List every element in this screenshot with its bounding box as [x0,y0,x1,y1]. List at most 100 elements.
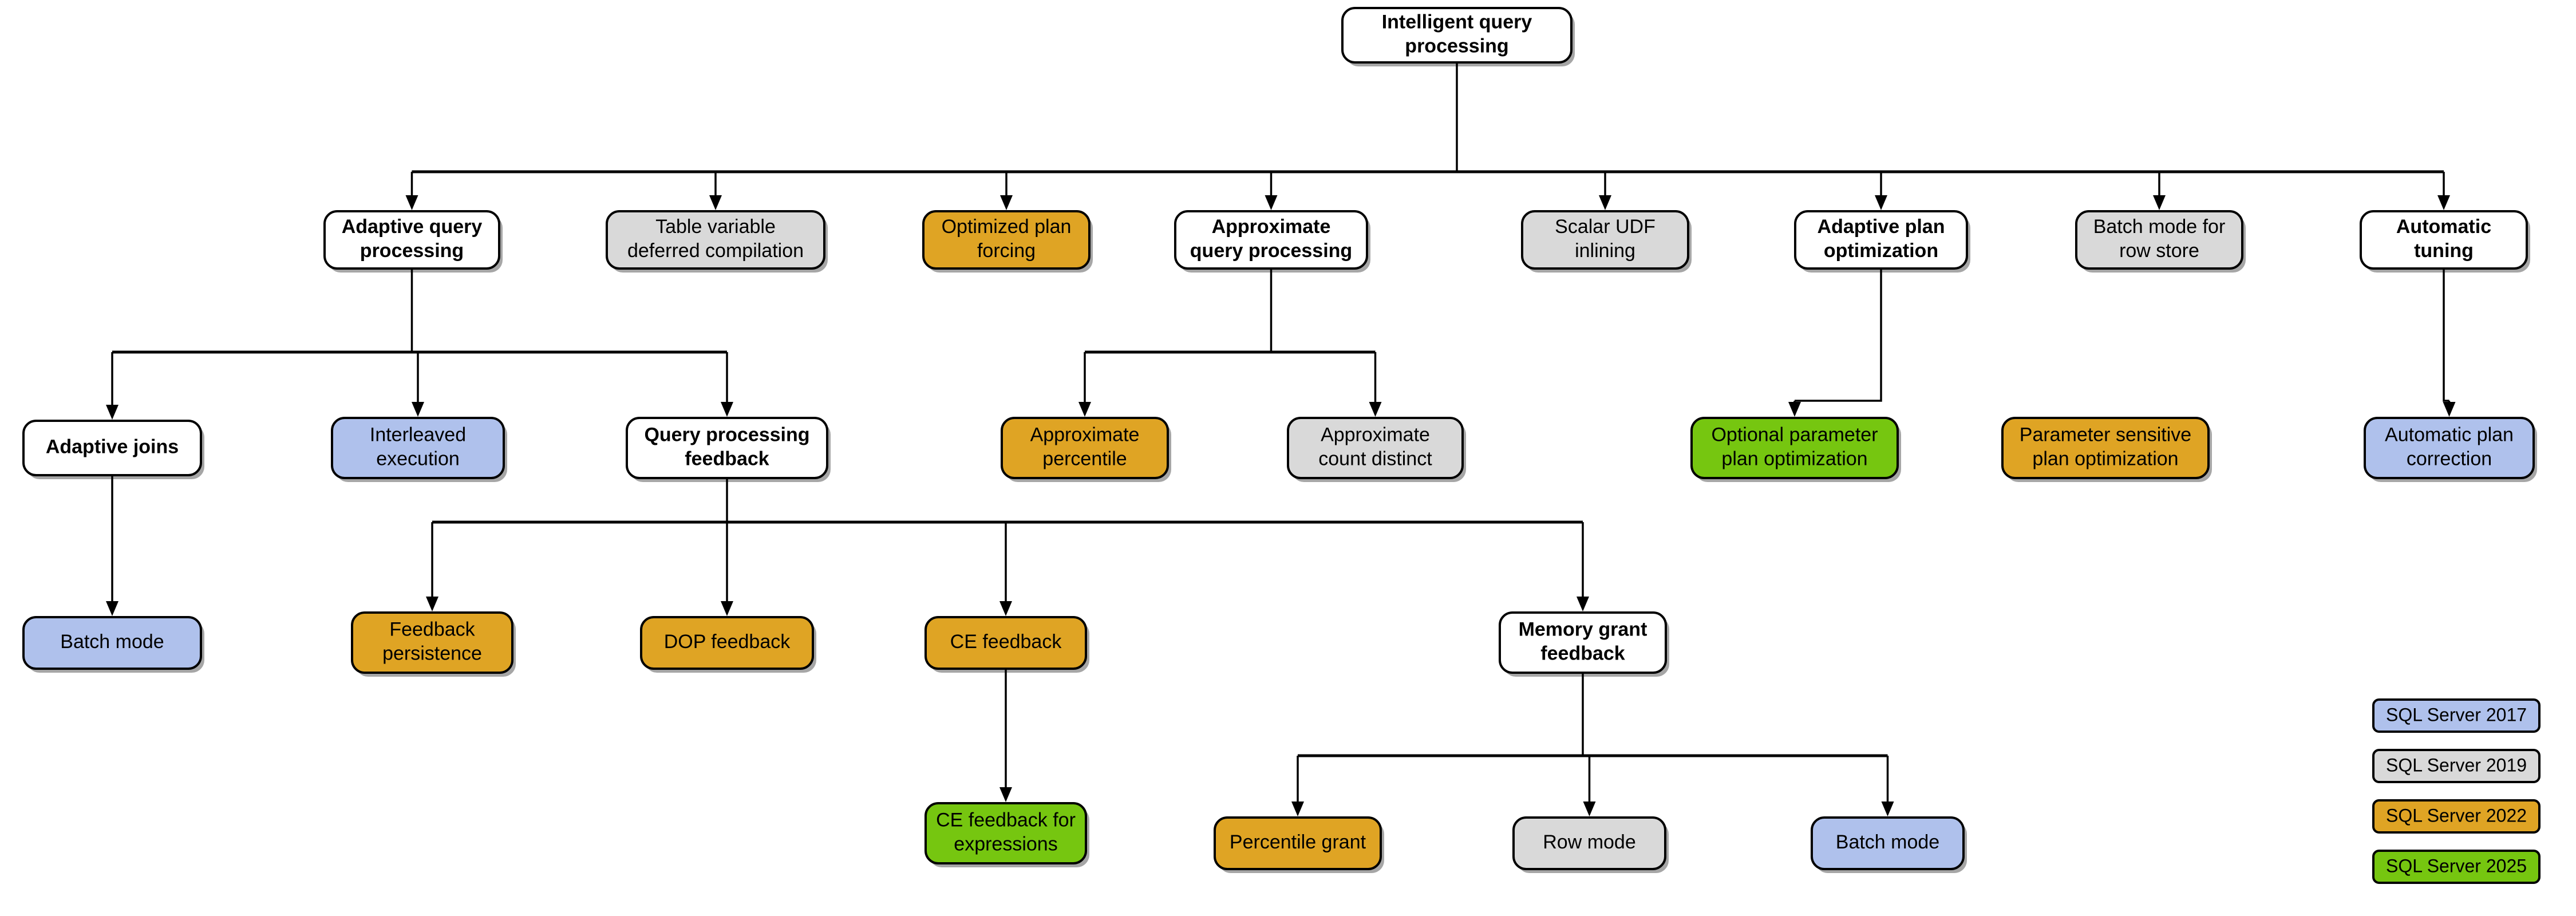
node-box[interactable] [1521,210,1689,270]
legend-swatch [2372,698,2541,733]
arrowhead-icon [709,195,722,210]
node-pspo[interactable]: Parameter sensitive plan optimization [2001,417,2212,482]
node-label: persistence [382,642,482,664]
node-box[interactable] [1811,816,1965,870]
node-box[interactable] [1287,417,1464,479]
legend-item-sql-server-2022: SQL Server 2022 [2372,799,2541,834]
node-label: processing [360,240,464,262]
node-label: expressions [954,833,1057,855]
node-label: Batch mode [1836,831,1939,853]
node-cefb[interactable]: CE feedback [924,616,1089,673]
node-box[interactable] [640,616,814,670]
node-label: Scalar UDF [1555,216,1656,238]
node-box[interactable] [924,802,1087,864]
arrowhead-icon [1583,802,1596,816]
node-qpf[interactable]: Query processing feedback [626,417,831,482]
node-box[interactable] [922,210,1091,270]
arrowhead-icon [999,787,1012,802]
node-label: optimization [1824,240,1938,262]
node-box[interactable] [2001,417,2210,479]
node-box[interactable] [924,616,1087,670]
arrowhead-icon [1881,802,1894,816]
arrowhead-icon [1078,402,1091,417]
node-batchmode2[interactable]: Batch mode [1811,816,1967,873]
node-box[interactable] [2364,417,2535,479]
legend-swatch [2372,799,2541,834]
legend-label: SQL Server 2022 [2386,805,2527,826]
node-rowmode[interactable]: Row mode [1512,816,1669,873]
node-label: plan optimization [2032,448,2178,469]
arrowhead-icon [1291,802,1304,816]
arrowhead-icon [405,195,418,210]
node-box[interactable] [22,420,202,476]
node-label: Approximate [1321,424,1430,445]
node-label: percentile [1042,448,1127,469]
node-label: forcing [977,240,1036,262]
node-box[interactable] [351,611,513,674]
connector-layer [106,62,2456,816]
node-label: plan optimization [1721,448,1867,469]
connector-line [2443,269,2449,402]
arrowhead-icon [2437,195,2450,210]
node-label: Table variable [655,216,776,238]
node-label: query processing [1190,240,1352,262]
node-label: Batch mode for [2093,216,2226,238]
node-box[interactable] [1512,816,1666,870]
arrowhead-icon [2153,195,2166,210]
node-box[interactable] [331,417,505,479]
node-label: processing [1405,35,1508,57]
node-label: Automatic [2396,216,2491,238]
node-label: feedback [685,448,769,469]
node-box[interactable] [2360,210,2528,270]
node-label: Approximate [1212,216,1331,238]
node-ajoins[interactable]: Adaptive joins [22,420,204,479]
node-label: correction [2407,448,2492,469]
node-box[interactable] [1341,7,1573,64]
arrowhead-icon [721,402,733,417]
node-box[interactable] [1001,417,1169,479]
node-box[interactable] [1690,417,1899,479]
arrowhead-icon [999,601,1012,616]
node-dopfb[interactable]: DOP feedback [640,616,816,673]
node-label: CE feedback for [936,809,1076,831]
connector-line [1795,269,1882,402]
node-batchmode1[interactable]: Batch mode [22,616,204,673]
node-box[interactable] [1499,611,1667,674]
node-box[interactable] [1174,210,1368,270]
node-box[interactable] [1214,816,1382,870]
node-box[interactable] [323,210,500,270]
node-label: Interleaved [370,424,466,445]
arrowhead-icon [1577,597,1589,611]
node-box[interactable] [2075,210,2243,270]
node-label: Feedback [389,618,475,640]
node-label: tuning [2414,240,2474,262]
node-box[interactable] [1794,210,1968,270]
node-label: Intelligent query [1382,11,1532,33]
node-label: row store [2119,240,2199,262]
node-label: Parameter sensitive [2020,424,2191,445]
node-pctgrant[interactable]: Percentile grant [1214,816,1384,873]
node-box[interactable] [606,210,825,270]
node-label: DOP feedback [664,631,791,653]
node-label: Query processing [644,424,809,445]
node-box[interactable] [626,417,828,479]
node-box[interactable] [22,616,202,670]
